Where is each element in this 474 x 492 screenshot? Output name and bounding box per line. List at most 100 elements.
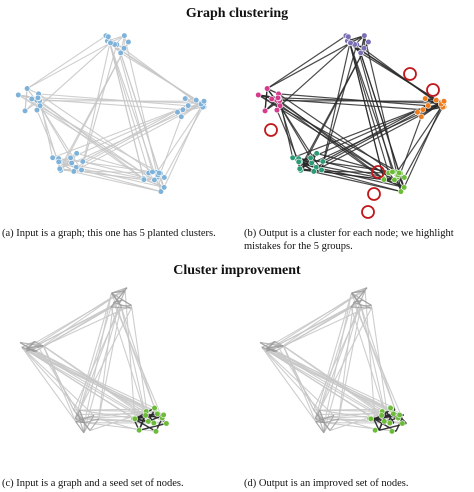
graph-edge: [349, 42, 442, 105]
cluster-node: [319, 158, 326, 165]
graph-edge: [21, 346, 136, 420]
cluster-node: [276, 102, 284, 109]
graph-node: [140, 176, 148, 183]
graph-node: [107, 39, 114, 46]
graph-edge: [279, 42, 351, 107]
graph-node: [193, 97, 200, 104]
graph-edge: [112, 302, 163, 419]
graph-edge: [116, 44, 153, 172]
seed-node: [367, 415, 374, 422]
graph-edge: [26, 345, 44, 352]
graph-node: [21, 107, 29, 114]
graph-edge: [98, 302, 115, 419]
graph-edge: [261, 346, 278, 352]
graph-edge: [89, 418, 100, 431]
cluster-node: [273, 106, 281, 114]
graph-edge: [338, 418, 389, 422]
cluster-node: [433, 97, 440, 104]
cluster-node: [425, 102, 432, 109]
graph-edge: [31, 98, 183, 111]
graph-edge: [266, 345, 284, 352]
graph-edge: [119, 290, 126, 303]
cluster-node: [414, 109, 421, 116]
graph-edge: [34, 351, 155, 409]
graph-node: [161, 184, 168, 191]
seed-node: [386, 419, 393, 427]
graph-edge: [315, 421, 325, 434]
graph-node: [55, 158, 62, 165]
cluster-node: [310, 168, 317, 175]
graph-edge: [359, 290, 366, 303]
graph-edge: [261, 340, 276, 348]
graph-node: [151, 176, 158, 184]
panel-d-improved-set: [240, 270, 472, 475]
graph-edge: [314, 409, 321, 419]
graph-a: [15, 32, 208, 195]
graph-edge: [21, 340, 36, 348]
cluster-node: [391, 176, 398, 184]
graph-edge: [283, 304, 372, 347]
graph-edge: [338, 418, 380, 431]
graph-edge: [84, 292, 113, 423]
graph-edge: [79, 408, 155, 411]
cluster-node: [357, 49, 364, 57]
graph-edge: [79, 409, 86, 423]
graph-edge: [120, 305, 147, 416]
graph-edge: [76, 166, 165, 188]
graph-edge: [274, 351, 395, 409]
cluster-node: [318, 166, 325, 174]
graph-edge: [356, 44, 394, 173]
graph-edge: [74, 409, 81, 419]
mistake-ring: [264, 123, 278, 137]
mistake-ring: [361, 205, 375, 219]
graph-node: [174, 109, 181, 116]
graph-edge: [323, 415, 335, 434]
seed-node: [160, 411, 167, 419]
graph-edge: [266, 42, 351, 90]
seed-node: [396, 411, 403, 419]
panel-c-seed-set: [0, 270, 232, 475]
graph-node: [34, 94, 42, 101]
graph-edge: [34, 287, 128, 353]
graph-edge: [395, 417, 403, 432]
graph-b: [255, 32, 448, 219]
cluster-node: [401, 174, 408, 181]
graph-edge: [163, 103, 204, 188]
graph-node: [105, 33, 112, 40]
graph-edge: [349, 43, 385, 179]
seed-node: [150, 419, 157, 427]
graph-edge: [352, 302, 403, 419]
graph-edge: [109, 43, 145, 179]
seed-node: [142, 412, 149, 419]
graph-edge: [81, 43, 111, 171]
seed-node: [388, 428, 396, 435]
cluster-node: [361, 45, 368, 52]
graph-node: [149, 168, 156, 175]
graph-edge: [338, 302, 355, 419]
graph-node: [121, 45, 128, 52]
caption-b: (b) Output is a cluster for each node; w…: [244, 228, 454, 252]
graph-edge: [75, 302, 121, 422]
cluster-node: [422, 95, 429, 102]
cluster-node: [380, 176, 388, 183]
graph-edge: [79, 306, 112, 411]
graph-node: [49, 154, 56, 161]
graph-edge: [75, 414, 95, 423]
graph-node: [157, 188, 164, 195]
seed-node: [399, 420, 406, 427]
graph-edge: [292, 105, 429, 159]
graph-edge: [310, 105, 429, 159]
graph-edge: [26, 42, 111, 90]
seed-node: [163, 420, 170, 427]
graph-edge: [143, 179, 165, 188]
graph-edge: [60, 41, 129, 171]
graph-edge: [81, 44, 118, 171]
graph-edge: [403, 103, 444, 188]
graph-edge: [276, 100, 312, 159]
cluster-node: [397, 188, 404, 195]
graph-edge: [39, 105, 83, 171]
graph-edge: [76, 152, 149, 174]
graph-edge: [75, 421, 85, 434]
graph-edge: [403, 106, 444, 178]
graph-edge: [110, 306, 147, 416]
